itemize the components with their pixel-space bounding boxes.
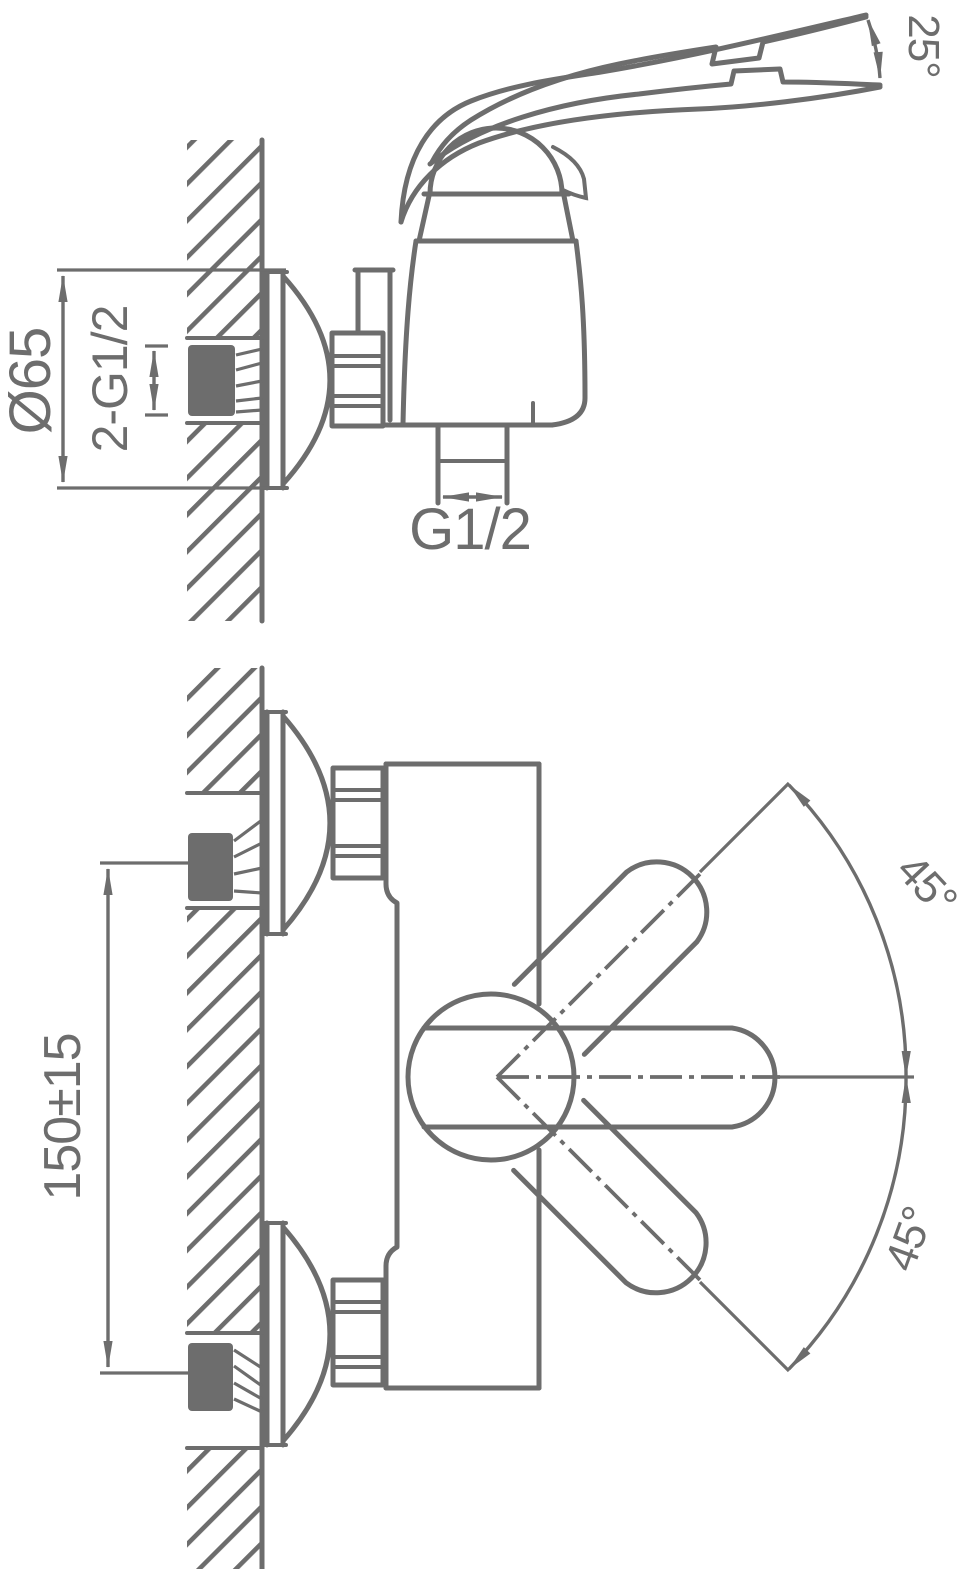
diameter-extension-lines <box>57 268 286 490</box>
outlet-thread-label: G1/2 <box>409 497 531 562</box>
eccentric-connector-section <box>188 345 235 416</box>
wall-hatch-lower <box>187 423 262 621</box>
body-right-edge-side <box>549 238 588 428</box>
wall-thread-label: 2-G1/2 <box>82 306 138 453</box>
escutcheon-upper-caps <box>262 710 288 936</box>
centerline-up-45 <box>495 872 702 1079</box>
escutcheon-upper-plate <box>264 709 286 937</box>
handle-down-outline <box>511 1097 709 1296</box>
swing-upper-label: 45° <box>887 845 960 925</box>
body-back-boss <box>352 267 396 423</box>
escutcheon-dome-side <box>280 273 333 487</box>
nut-lower-front <box>330 1277 386 1388</box>
wall-hole-lines-front <box>185 791 264 1450</box>
side-view: G1/2 Ø65 2-G1/2 25° <box>0 12 948 624</box>
escutcheon-lower-plate <box>264 1220 286 1448</box>
lever-closed-top-edge <box>427 66 883 167</box>
nut-upper-bands <box>331 788 385 858</box>
connection-nut-side <box>329 330 386 429</box>
lever-angle-arc <box>866 19 883 79</box>
body-left-edge-side <box>400 238 419 427</box>
lever-raised-underside <box>429 14 869 165</box>
cartridge-cap-ring <box>413 191 579 244</box>
eccentric-upper-section <box>188 833 233 901</box>
mount-extension-lines <box>100 861 188 1375</box>
escutcheon-lower-caps <box>262 1221 288 1447</box>
wall-hatch-front-1 <box>187 668 262 793</box>
escutcheon-upper-dome <box>280 713 333 933</box>
handle-down-45-position <box>511 1097 709 1296</box>
handle-up-outline <box>511 859 710 1057</box>
front-view: 45° 45° 150±15 <box>34 665 960 1569</box>
wall-hatch-front-2 <box>187 908 262 1333</box>
outlet-spigot-sides <box>435 424 510 506</box>
body-left-edge-front <box>383 761 400 1391</box>
escutcheon-plate-side <box>264 269 286 491</box>
eccentric-dim-bars <box>145 344 168 417</box>
nut-upper-front <box>330 765 386 881</box>
escutcheon-lower-dome <box>280 1224 333 1444</box>
eccentric-thread-lines <box>235 347 263 414</box>
wall-hatch-upper <box>187 140 262 338</box>
nut-band-lines-side <box>330 354 385 408</box>
handle-up-45-position <box>511 859 710 1057</box>
wall-hatch-front-3 <box>187 1448 262 1569</box>
lever-front-tip <box>551 145 589 201</box>
eccentric-upper-threads <box>233 818 263 895</box>
eccentric-lower-threads <box>233 1348 263 1414</box>
mount-distance-label: 150±15 <box>34 1033 92 1200</box>
centerline-down-45 <box>495 1075 702 1282</box>
lever-closed-underside <box>398 84 883 225</box>
nut-lower-bands <box>331 1300 385 1369</box>
lever-angle-label: 25° <box>899 14 948 78</box>
diameter-label: Ø65 <box>0 328 63 435</box>
eccentric-lower-section <box>188 1343 233 1411</box>
swing-lower-arc <box>787 1076 911 1371</box>
wall-hole-lines <box>185 336 264 425</box>
swing-upper-arc <box>787 783 911 1078</box>
